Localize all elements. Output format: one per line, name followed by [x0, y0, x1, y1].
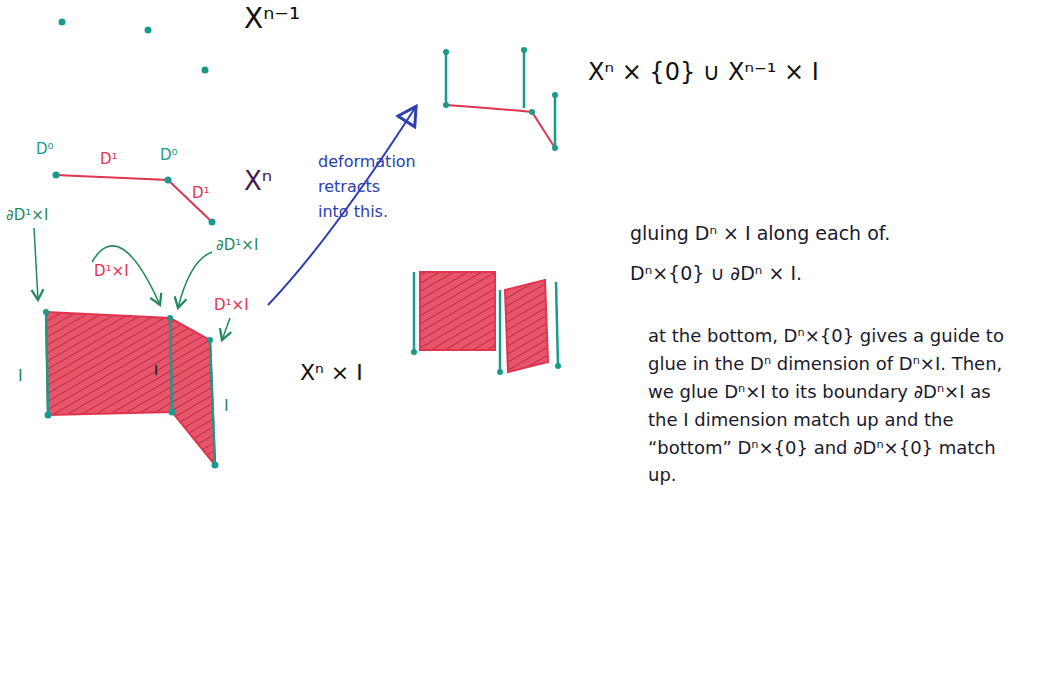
part-label: D¹×I	[214, 296, 249, 314]
cell-label: D⁰	[160, 146, 178, 164]
set-name: Xⁿ × I	[300, 360, 363, 386]
interval-label: I	[154, 362, 158, 379]
note-text: at the bottom, Dⁿ×{0} gives a guide to g…	[648, 322, 1008, 489]
part-label: D¹×I	[94, 262, 129, 280]
part-label: ∂D¹×I	[6, 206, 48, 224]
cell-label: D⁰	[36, 140, 54, 158]
note-text: gluing Dⁿ × I along each of.	[630, 222, 890, 245]
cell-label: D¹	[100, 150, 118, 168]
note-text: Dⁿ×{0} ∪ ∂Dⁿ × I.	[630, 262, 802, 285]
set-name: Xⁿ⁻¹	[244, 2, 300, 36]
interval-label: I	[224, 396, 229, 415]
annotation: deformation retracts into this.	[318, 150, 414, 224]
cell-label: D¹	[192, 184, 210, 202]
set-name: Xⁿ	[244, 166, 272, 197]
interval-label: I	[18, 366, 23, 385]
part-label: ∂D¹×I	[216, 236, 258, 254]
set-name: Xⁿ × {0} ∪ Xⁿ⁻¹ × I	[588, 58, 819, 87]
